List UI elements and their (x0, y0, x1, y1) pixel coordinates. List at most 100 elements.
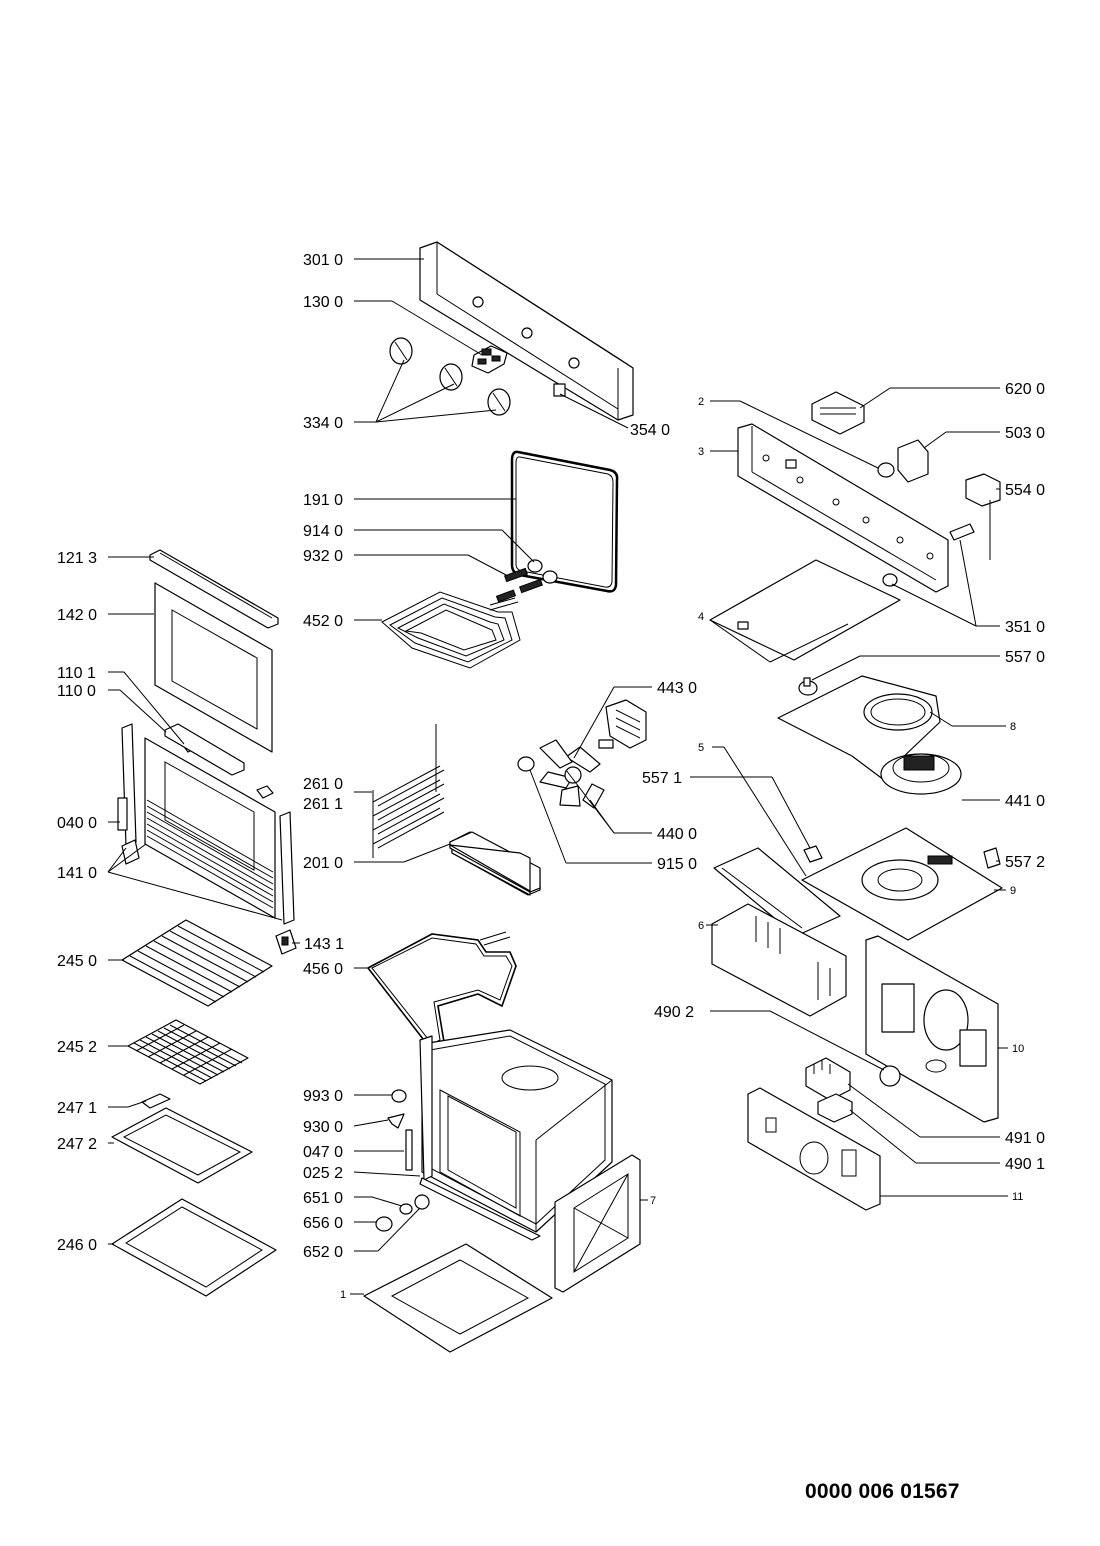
callout-201-0: 201 0 (303, 855, 343, 872)
latch-143 (275, 929, 297, 955)
pan-handle-247-1 (127, 1093, 171, 1109)
heating-element-456 (366, 931, 517, 1049)
cooling-base-9 (801, 827, 1003, 941)
callout-143-1: 143 1 (304, 936, 344, 953)
thermal-switches-557 (803, 845, 1001, 869)
callout-110-1: 110 1 (57, 665, 96, 682)
side-racks-261 (372, 724, 445, 858)
callout-503-0: 503 0 (1005, 425, 1045, 442)
flat-tray-246 (111, 1198, 277, 1297)
callout-490-2: 490 2 (654, 1004, 694, 1021)
callout-047-0: 047 0 (303, 1144, 343, 1161)
back-panel-10 (865, 935, 999, 1123)
top-cover-4 (709, 559, 901, 663)
callout-452-0: 452 0 (303, 613, 343, 630)
control-panel-301 (419, 241, 634, 421)
callout-334-0: 334 0 (303, 415, 343, 432)
callout-110-0: 110 0 (57, 683, 96, 700)
bottom-panel-1 (363, 1243, 553, 1353)
callout-557-0: 557 0 (1005, 649, 1045, 666)
callout-915-0: 915 0 (657, 856, 697, 873)
callout-441-0: 441 0 (1005, 793, 1045, 810)
callout-10: 10 (1012, 1043, 1024, 1055)
terminal-block-620 (811, 391, 865, 435)
callout-245-0: 245 0 (57, 953, 97, 970)
heating-element-452 (381, 591, 521, 669)
callout-246-0: 246 0 (57, 1237, 97, 1254)
part-illustrations (111, 241, 1003, 1353)
callout-652-0: 652 0 (303, 1244, 343, 1261)
callout-554-0: 554 0 (1005, 482, 1045, 499)
module-490-1 (817, 1093, 853, 1123)
callout-651-0: 651 0 (303, 1190, 343, 1207)
callout-490-1: 490 1 (1005, 1156, 1045, 1173)
callout-labels: 301 0 130 0 334 0 354 0 191 0 914 0 932 … (57, 252, 1045, 1301)
door-hinges-110 (164, 723, 274, 799)
callout-4: 4 (698, 611, 704, 623)
callout-3: 3 (698, 446, 704, 458)
knobs-334 (389, 337, 511, 416)
callout-354-0: 354 0 (630, 422, 670, 439)
fan-blade-440 (539, 739, 605, 809)
callout-11: 11 (1012, 1191, 1023, 1203)
connectors-914-932 (495, 559, 558, 603)
fan-cover-201 (449, 844, 531, 892)
control-bracket-3 (737, 423, 949, 593)
callout-491-0: 491 0 (1005, 1130, 1045, 1147)
callout-261-0: 261 0 (303, 776, 343, 793)
nut-915 (517, 756, 535, 772)
switch-130 (471, 345, 508, 374)
baking-tray-247-2 (111, 1107, 253, 1184)
callout-443-0: 443 0 (657, 680, 697, 697)
door-trim-121 (149, 549, 279, 629)
grill-rack-245-2 (127, 1019, 249, 1085)
callout-620-0: 620 0 (1005, 381, 1045, 398)
callout-932-0: 932 0 (303, 548, 343, 565)
callout-914-0: 914 0 (303, 523, 343, 540)
document-number: 0000 006 01567 (805, 1480, 960, 1503)
fan-housing-8 (777, 675, 941, 781)
callout-440-0: 440 0 (657, 826, 697, 843)
small-parts-cavity (375, 1089, 430, 1232)
thermostat-554 (965, 473, 1001, 560)
oven-cavity (419, 1029, 613, 1241)
callout-040-0: 040 0 (57, 815, 97, 832)
callout-025-2: 025 2 (303, 1165, 343, 1182)
bracket-6 (711, 903, 847, 1017)
callout-191-0: 191 0 (303, 492, 343, 509)
motor-503 (877, 439, 929, 483)
callout-141-0: 141 0 (57, 865, 97, 882)
callout-456-0: 456 0 (303, 961, 343, 978)
callout-930-0: 930 0 (303, 1119, 343, 1136)
callout-557-2: 557 2 (1005, 854, 1045, 871)
callout-993-0: 993 0 (303, 1088, 343, 1105)
callout-7: 7 (650, 1195, 656, 1207)
callout-6: 6 (698, 920, 704, 932)
callout-557-1: 557 1 (642, 770, 682, 787)
wire-shelf-245-0 (121, 919, 273, 1007)
thermal-switch-557-0 (798, 677, 818, 696)
callout-261-1: 261 1 (303, 796, 343, 813)
callout-142-0: 142 0 (57, 607, 97, 624)
door-glass-142 (154, 582, 273, 753)
switch-block-491 (805, 1057, 851, 1101)
duct-5 (713, 847, 841, 937)
callout-5: 5 (698, 742, 704, 754)
callout-301-0: 301 0 (303, 252, 343, 269)
callout-247-2: 247 2 (57, 1136, 97, 1153)
sensor-351 (949, 523, 975, 541)
callout-130-0: 130 0 (303, 294, 343, 311)
side-panel-7 (554, 1154, 641, 1293)
callout-656-0: 656 0 (303, 1215, 343, 1232)
callout-351-0: 351 0 (1005, 619, 1045, 636)
callout-2: 2 (698, 396, 704, 408)
leader-lines (107, 258, 1008, 1295)
fan-motor-443 (598, 699, 647, 749)
callout-121-3: 121 3 (57, 550, 97, 567)
control-board-11 (747, 1087, 881, 1211)
callout-245-2: 245 2 (57, 1039, 97, 1056)
callout-9: 9 (1010, 885, 1016, 897)
fan-assembly-441 (880, 753, 962, 795)
callout-1: 1 (340, 1289, 346, 1301)
